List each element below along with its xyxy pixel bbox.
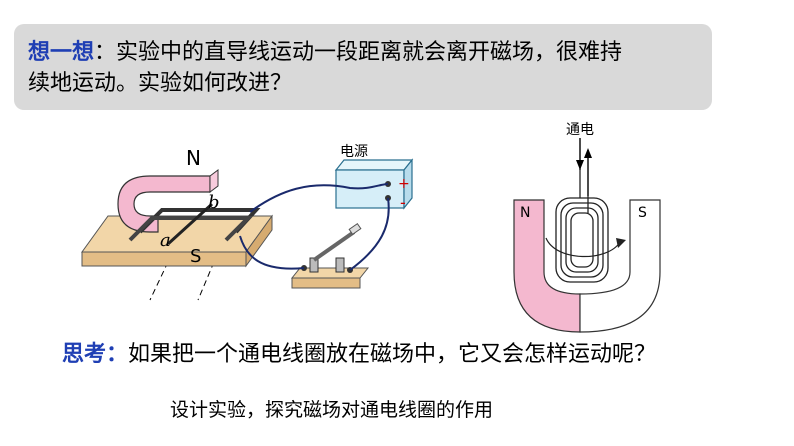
wooden-board-front xyxy=(81,251,247,267)
wire-power-to-switch xyxy=(349,197,390,271)
power-supply-side xyxy=(403,158,413,210)
coil-loop-4 xyxy=(570,212,594,268)
arrow-down-icon xyxy=(576,160,584,170)
arrow-up-icon xyxy=(584,148,592,158)
coil-in-magnet-figure: 通电 N S xyxy=(513,122,661,333)
rod-ab xyxy=(166,202,214,246)
question-line-2: 续地运动。实验如何改进？ xyxy=(28,71,293,96)
left-north-label: N xyxy=(186,146,201,170)
switch-post-2 xyxy=(335,257,345,273)
minus-sign: - xyxy=(400,193,406,212)
power-label: 电源 xyxy=(340,144,368,160)
wire-rail-to-power xyxy=(249,183,389,213)
magnet-end-top xyxy=(209,169,219,193)
right-north-label: N xyxy=(520,205,530,221)
dashed-line-1 xyxy=(149,261,169,301)
rail-front xyxy=(128,216,253,242)
coil-loop-3 xyxy=(565,207,599,273)
dashed-line-2 xyxy=(197,261,215,301)
coil-loop-1 xyxy=(555,197,609,283)
question-text-1: ：实验中的直导线运动一段距离就会离开磁场，很难持 xyxy=(94,40,623,65)
think-label: 思考： xyxy=(62,341,129,367)
rotation-arrow-icon xyxy=(616,238,626,248)
power-supply-top xyxy=(334,159,414,171)
left-south-label: S xyxy=(190,246,201,267)
task-line: 设计实验，探究磁场对通电线圈的作用 xyxy=(170,399,494,421)
switch-base-front xyxy=(291,277,361,289)
rotation-path xyxy=(545,237,621,258)
switch-handle xyxy=(348,222,362,236)
switch-lever xyxy=(312,230,356,262)
coil-loop-2 xyxy=(560,202,604,278)
rail-experiment-figure: N S b a 电源 + - xyxy=(81,144,414,301)
question-label: 想一想 xyxy=(28,39,95,65)
think-text: 如果把一个通电线圈放在磁场中，它又会怎样运动呢？ xyxy=(128,342,657,367)
question-box: 想一想：实验中的直导线运动一段距离就会离开磁场，很难持 续地运动。实验如何改进？ xyxy=(14,24,712,110)
wooden-board-side xyxy=(245,214,273,268)
rod-b-label: b xyxy=(208,192,220,213)
right-south-label: S xyxy=(638,205,647,221)
question-line-1: 想一想：实验中的直导线运动一段距离就会离开磁场，很难持 xyxy=(28,38,622,67)
power-supply-front xyxy=(335,169,405,209)
wire-rail-to-switch xyxy=(239,235,305,270)
rod-a-label: a xyxy=(160,230,171,251)
current-label: 通电 xyxy=(566,122,594,138)
plus-sign: + xyxy=(398,176,410,192)
magnet-south-half xyxy=(579,199,661,333)
think-line: 思考：如果把一个通电线圈放在磁场中，它又会怎样运动呢？ xyxy=(62,340,656,369)
